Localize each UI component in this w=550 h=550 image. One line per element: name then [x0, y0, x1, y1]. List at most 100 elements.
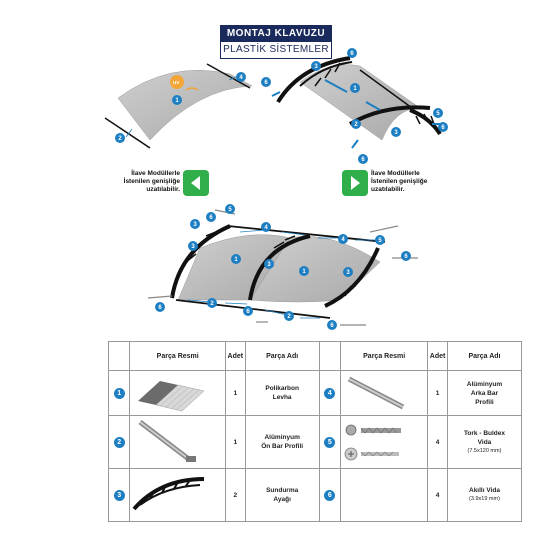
- arrow-right-icon: [351, 176, 360, 190]
- part-image-front-bar: [129, 415, 226, 469]
- badge-6c4: 6: [243, 306, 253, 316]
- badge-2a: 2: [115, 133, 125, 143]
- svg-text:4: 4: [264, 225, 268, 231]
- svg-text:4: 4: [239, 75, 243, 81]
- svg-text:6: 6: [404, 254, 408, 260]
- badge-6b1: 6: [347, 48, 357, 58]
- step-canopy-illustration: [271, 54, 442, 149]
- badge-1c2: 1: [299, 266, 309, 276]
- svg-text:5: 5: [378, 238, 382, 244]
- badge-2b: 2: [351, 119, 361, 129]
- callout-left-line1: İlave Modüllerle: [131, 170, 180, 177]
- guide-header: MONTAJ KLAVUZU PLASTİK SİSTEMLER: [220, 25, 332, 59]
- arrow-left-button[interactable]: [183, 170, 209, 196]
- part-badge: 4: [324, 387, 336, 399]
- part-image-back-bar: [340, 370, 429, 416]
- part-badge: 1: [113, 387, 125, 399]
- callout-left-line2: İstenilen genişliğe: [123, 178, 180, 185]
- table-header-row: Parça Resmi Adet Parça Adı Parça Resmi A…: [107, 341, 523, 371]
- badge-4c1: 4: [261, 222, 271, 232]
- svg-text:6: 6: [209, 215, 213, 221]
- table-row: 3 2 Sundurma Ayağı 6 4 Akıllı Vida (3.9x…: [107, 468, 523, 522]
- badge-6c3: 6: [155, 302, 165, 312]
- badge-3c1: 3: [190, 219, 200, 229]
- table-row: 1 1 Polikarbon Levha 4 1 Alüminyum Arka …: [107, 370, 523, 416]
- badge-6b2: 6: [261, 77, 271, 87]
- header-name-right: Parça Adı: [446, 341, 523, 371]
- part-badge: 2: [113, 436, 125, 448]
- svg-text:1: 1: [353, 86, 357, 92]
- part-name: Polikarbon Levha: [244, 370, 320, 416]
- svg-text:5: 5: [436, 111, 440, 117]
- badge-5c1: 5: [225, 204, 235, 214]
- screws-icon: [344, 424, 402, 461]
- badge-3c2: 3: [188, 241, 198, 251]
- badge-6b3: 6: [438, 122, 448, 132]
- part-image-polycarbonate: [129, 370, 226, 416]
- svg-text:5: 5: [228, 207, 232, 213]
- callout-left: İlave Modüllerle İstenilen genişliğe uza…: [118, 170, 180, 194]
- badge-5c2: 5: [375, 235, 385, 245]
- part-badge: 5: [324, 436, 336, 448]
- part-image-bracket: [129, 468, 226, 522]
- part-name: Akıllı Vida (3.9x19 mm): [446, 468, 523, 522]
- badge-6b4: 6: [358, 154, 368, 164]
- svg-text:3: 3: [191, 244, 195, 250]
- badge-4a: 4: [236, 72, 246, 82]
- badge-3c4: 3: [343, 267, 353, 277]
- header-subtitle: PLASTİK SİSTEMLER: [223, 44, 329, 55]
- svg-text:6: 6: [350, 51, 354, 57]
- badge-1a: 1: [172, 95, 182, 105]
- header-qty-right: Adet: [427, 341, 448, 371]
- svg-text:3: 3: [193, 222, 197, 228]
- badge-6c2: 6: [401, 251, 411, 261]
- header-picture-right: Parça Resmi: [340, 341, 429, 371]
- badge-4c2: 4: [338, 234, 348, 244]
- canopy-bracket-icon: [132, 477, 205, 511]
- part-qty: 1: [224, 415, 246, 469]
- assembly-illustration: 1 2 4 6 3 6 1 2 3 5 6 6 5 6 3 4 4 5 3 1 …: [104, 48, 448, 330]
- header-qty-left: Adet: [224, 341, 246, 371]
- polycarbonate-sheet-icon: [138, 381, 205, 412]
- callout-right-line2: İstenilen genişliğe: [371, 178, 428, 185]
- svg-text:2: 2: [287, 314, 291, 320]
- callout-right-line1: İlave Modüllerle: [371, 170, 420, 177]
- svg-text:1: 1: [234, 257, 238, 263]
- header-title: MONTAJ KLAVUZU: [221, 26, 331, 42]
- svg-text:3: 3: [267, 262, 271, 268]
- badge-2c1: 2: [207, 298, 217, 308]
- badge-1c1: 1: [231, 254, 241, 264]
- svg-text:2: 2: [118, 136, 122, 142]
- svg-text:4: 4: [341, 237, 345, 243]
- part-qty: 1: [427, 370, 448, 416]
- back-bar-profile-icon: [347, 376, 405, 410]
- arrow-right-button[interactable]: [342, 170, 368, 196]
- header-name-left: Parça Adı: [244, 341, 320, 371]
- part-badge: 3: [113, 489, 125, 501]
- badge-6c1: 6: [206, 212, 216, 222]
- parts-table: Parça Resmi Adet Parça Adı Parça Resmi A…: [107, 341, 523, 522]
- front-bar-profile-icon: [138, 420, 197, 462]
- svg-text:6: 6: [264, 80, 268, 86]
- badge-3b2: 3: [391, 127, 401, 137]
- part-qty: 1: [224, 370, 246, 416]
- part-image-screws: [340, 415, 429, 469]
- badge-6c5: 6: [327, 320, 337, 330]
- svg-text:6: 6: [330, 323, 334, 329]
- svg-text:6: 6: [158, 305, 162, 311]
- step-double-module-illustration: [147, 209, 418, 326]
- svg-text:3: 3: [346, 270, 350, 276]
- svg-text:6: 6: [441, 125, 445, 131]
- svg-text:6: 6: [361, 157, 365, 163]
- table-row: 2 1 Alüminyum Ön Bar Profili 5: [107, 415, 523, 469]
- svg-text:1: 1: [302, 269, 306, 275]
- part-name: Tork - Buldex Vida (7.5x120 mm): [446, 415, 523, 469]
- part-name: Alüminyum Arka Bar Profili: [446, 370, 523, 416]
- part-name: Sundurma Ayağı: [244, 468, 320, 522]
- svg-text:3: 3: [314, 64, 318, 70]
- callout-right: İlave Modüllerle İstenilen genişliğe uza…: [371, 170, 435, 194]
- part-name: Alüminyum Ön Bar Profili: [244, 415, 320, 469]
- badge-5b: 5: [433, 108, 443, 118]
- part-qty: 4: [427, 415, 448, 469]
- svg-text:6: 6: [246, 309, 250, 315]
